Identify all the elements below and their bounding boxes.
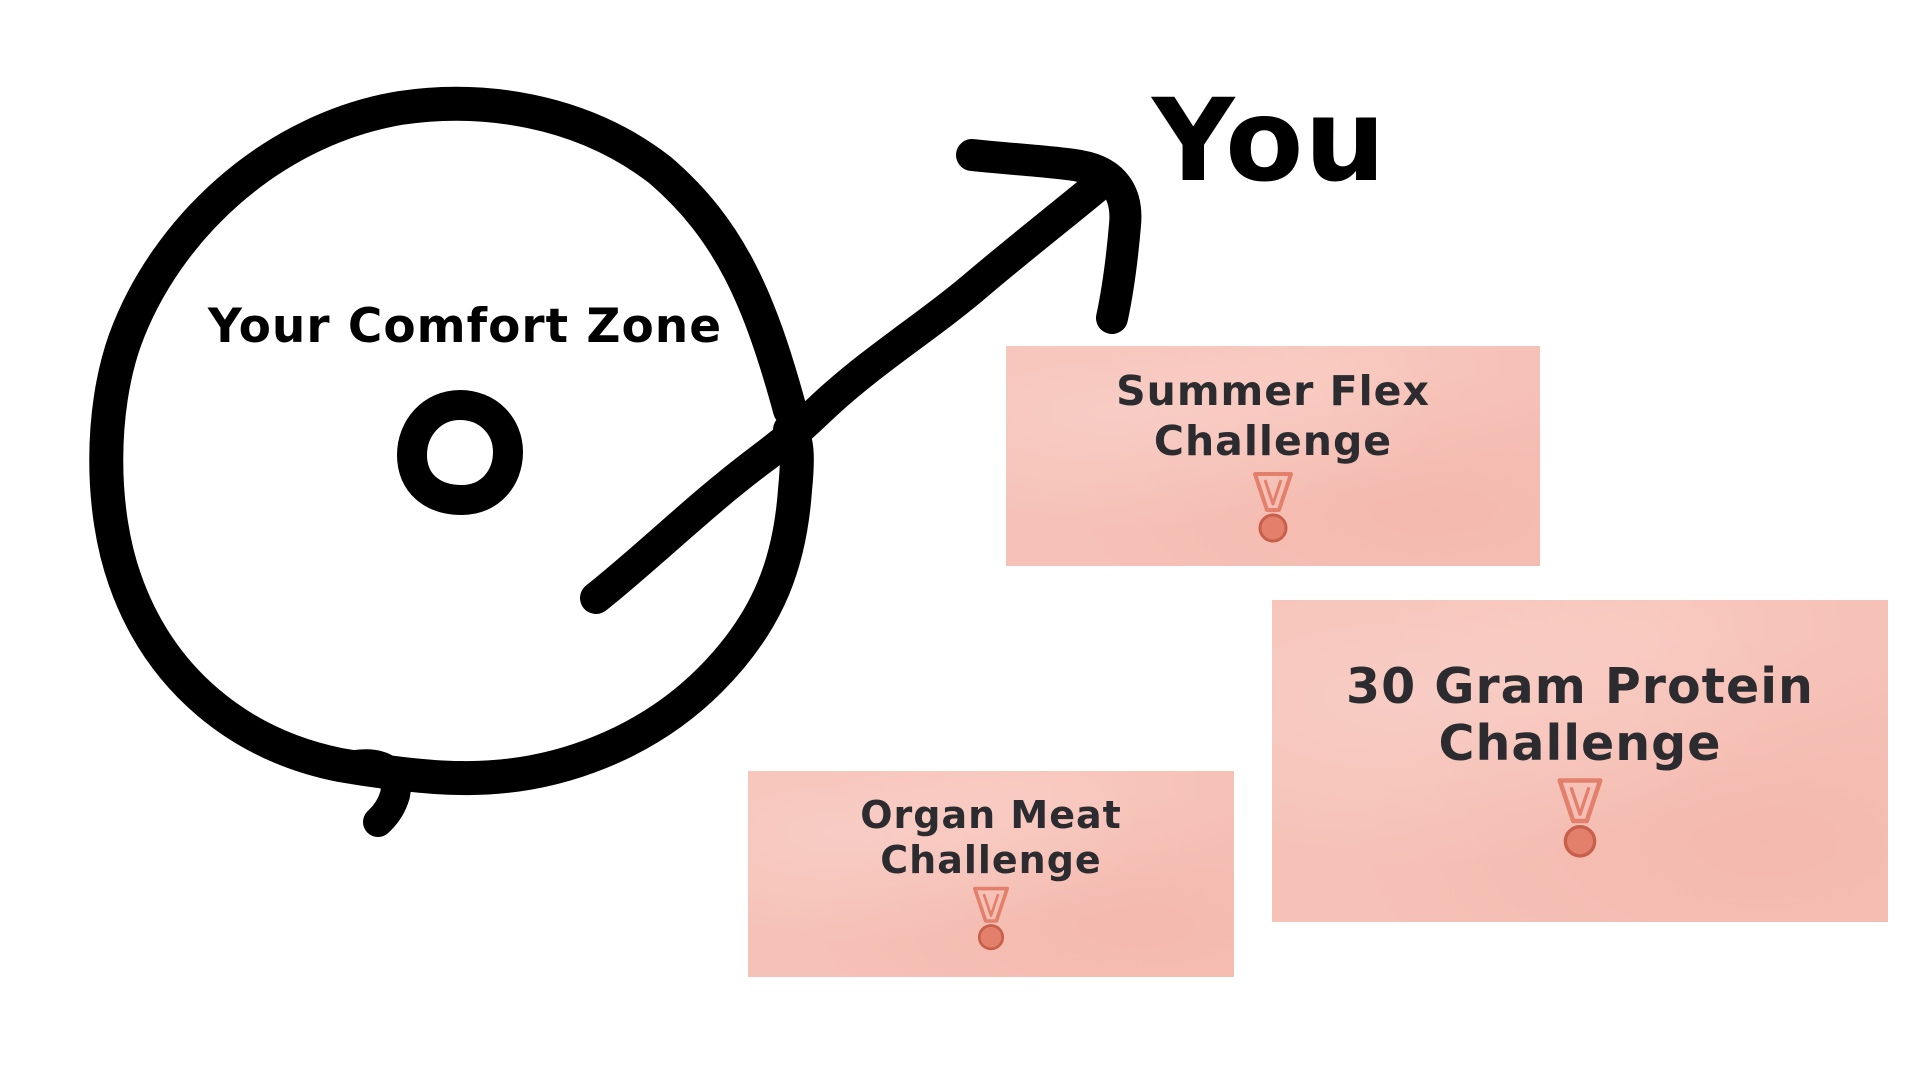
medal-icon bbox=[1557, 778, 1603, 858]
challenge-title: Organ Meat Challenge bbox=[860, 793, 1122, 883]
medal-icon bbox=[1253, 472, 1293, 543]
challenge-title: Summer Flex Challenge bbox=[1116, 366, 1430, 466]
challenge-title-line1: 30 Gram Protein bbox=[1346, 658, 1814, 715]
challenge-card-30-gram-protein[interactable]: 30 Gram Protein Challenge bbox=[1272, 600, 1888, 922]
circle-hook bbox=[335, 749, 411, 837]
challenge-title-line2: Challenge bbox=[1153, 417, 1393, 465]
medal-icon bbox=[973, 886, 1009, 951]
challenge-title-line1: Summer Flex bbox=[1116, 367, 1430, 415]
challenge-card-summer-flex[interactable]: Summer Flex Challenge bbox=[1006, 346, 1540, 566]
comfort-zone-label: Your Comfort Zone bbox=[207, 299, 723, 354]
you-dot-circle bbox=[397, 390, 523, 515]
comfort-zone-circle bbox=[89, 86, 814, 796]
you-label: You bbox=[1152, 74, 1387, 207]
challenge-title-line1: Organ Meat bbox=[860, 793, 1122, 837]
arrow-shaft[interactable] bbox=[580, 172, 1111, 614]
challenge-title: 30 Gram Protein Challenge bbox=[1346, 658, 1814, 772]
challenge-title-line2: Challenge bbox=[1438, 715, 1722, 772]
challenge-title-line2: Challenge bbox=[880, 838, 1102, 882]
arrow-head[interactable] bbox=[956, 139, 1142, 334]
challenge-card-organ-meat[interactable]: Organ Meat Challenge bbox=[748, 771, 1234, 977]
